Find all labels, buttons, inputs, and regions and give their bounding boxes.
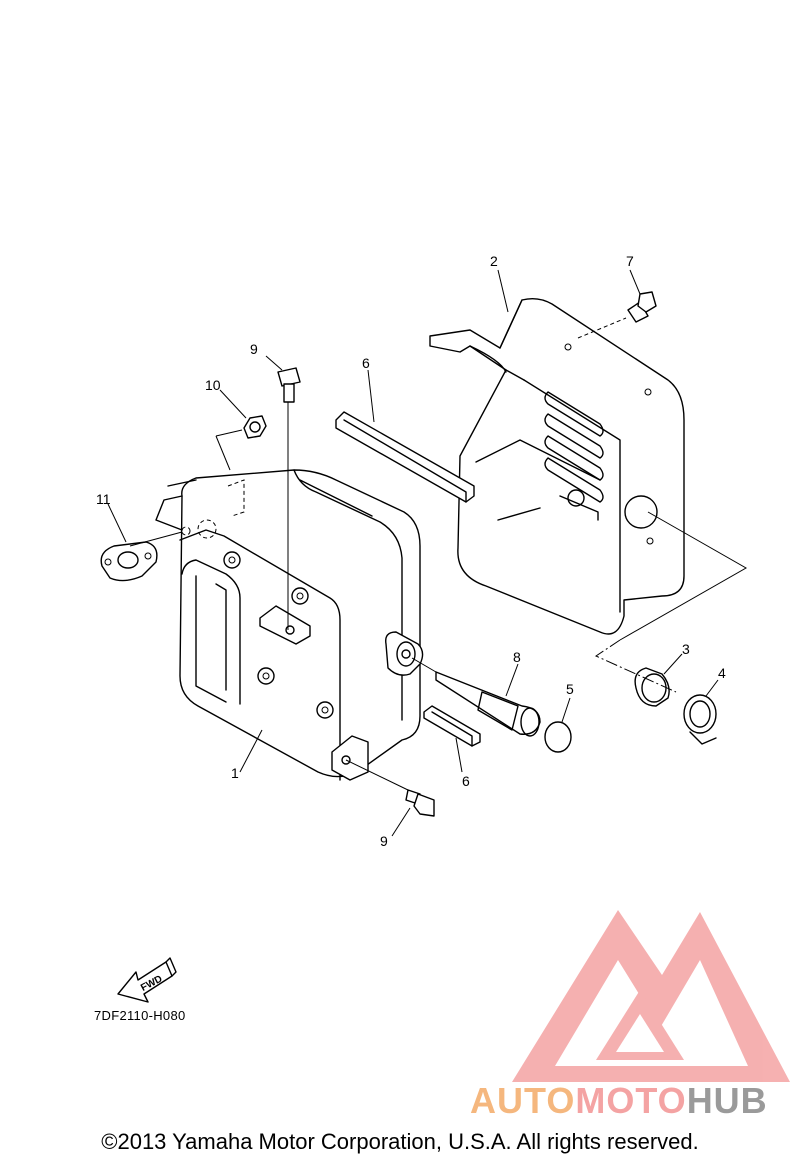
watermark-part-moto: MOTO bbox=[575, 1080, 687, 1121]
callout-9-lower: 9 bbox=[380, 833, 388, 849]
callout-9-upper: 9 bbox=[250, 341, 258, 357]
part-2-muffler-cover bbox=[429, 297, 685, 635]
drawing-code: 7DF2110-H080 bbox=[94, 1008, 186, 1023]
leader-lines bbox=[107, 269, 719, 837]
fwd-arrow-icon: FWD bbox=[117, 957, 177, 1003]
callout-11: 11 bbox=[96, 491, 111, 507]
watermark-part-auto: AUTO bbox=[470, 1080, 576, 1121]
part-10-nut bbox=[243, 415, 267, 439]
part-7-bolt bbox=[627, 291, 657, 323]
callout-6-upper: 6 bbox=[362, 355, 370, 371]
callout-1: 1 bbox=[231, 765, 239, 781]
watermark-wordmark: AUTOMOTOHUB bbox=[470, 1080, 768, 1122]
part-6-upper-seal-strip bbox=[335, 411, 475, 503]
part-5-cap bbox=[544, 721, 572, 753]
watermark-logo-icon bbox=[512, 910, 790, 1082]
callout-7: 7 bbox=[626, 253, 634, 269]
callout-8: 8 bbox=[513, 649, 521, 665]
callout-10: 10 bbox=[205, 377, 221, 393]
part-1-muffler-body bbox=[155, 469, 424, 781]
part-9-lower-bolt bbox=[405, 789, 435, 817]
callout-2: 2 bbox=[490, 253, 498, 269]
copyright-notice: ©2013 Yamaha Motor Corporation, U.S.A. A… bbox=[101, 1129, 699, 1154]
part-4-hose-clamp bbox=[683, 694, 717, 745]
part-8-spark-arrester bbox=[435, 671, 541, 737]
part-9-upper-bolt bbox=[277, 367, 301, 403]
part-6-lower-seal-strip bbox=[423, 705, 481, 747]
callout-4: 4 bbox=[718, 665, 726, 681]
callout-5: 5 bbox=[566, 681, 574, 697]
part-11-gasket bbox=[100, 541, 158, 582]
assembly-lines bbox=[129, 317, 748, 791]
callout-3: 3 bbox=[682, 641, 690, 657]
watermark-part-hub: HUB bbox=[686, 1080, 768, 1121]
callout-6-lower: 6 bbox=[462, 773, 470, 789]
